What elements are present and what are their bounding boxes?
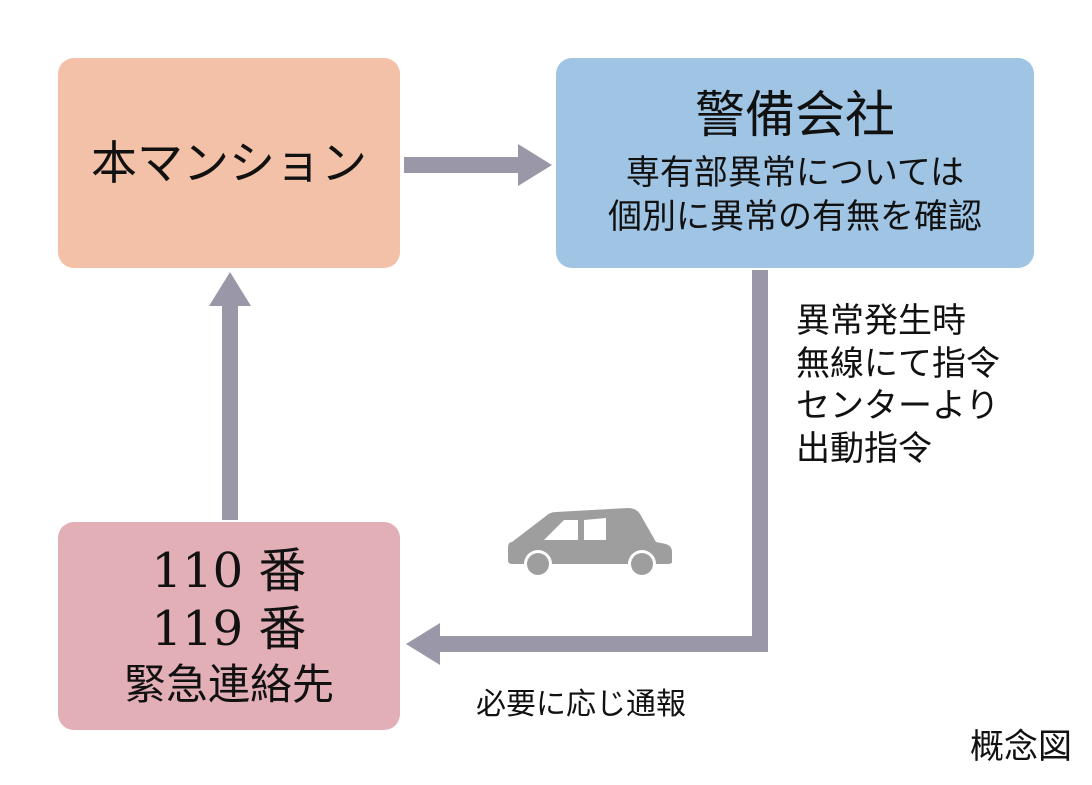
concept-diagram-label: 概念図 (970, 727, 1072, 767)
security-title: 警備会社 (695, 86, 895, 145)
car-icon (508, 508, 672, 578)
emergency-line-119: 119 番 (151, 601, 307, 658)
arrow-down-left-icon (406, 270, 768, 665)
emergency-contact-box: 110 番 119 番 緊急連絡先 (58, 522, 400, 730)
dispatch-note-line-1: 異常発生時 (796, 301, 966, 341)
arrow-up-icon (209, 272, 251, 520)
emergency-line-110: 110 番 (151, 542, 307, 599)
dispatch-note-line-2: 無線にて指令 (796, 343, 1000, 384)
mansion-box: 本マンション (58, 58, 400, 268)
security-desc-line-2: 個別に異常の有無を確認 (608, 196, 982, 237)
dispatch-note: 異常発生時 無線にて指令 センターより 出動指令 (796, 300, 1000, 470)
security-company-box: 警備会社 専有部異常については 個別に異常の有無を確認 (556, 58, 1034, 268)
emergency-line-contacts: 緊急連絡先 (123, 659, 334, 709)
dispatch-note-line-4: 出動指令 (796, 428, 932, 469)
security-desc-line-1: 専有部異常については (625, 152, 965, 193)
report-note: 必要に応じ通報 (476, 687, 686, 722)
arrow-right-icon (404, 144, 552, 186)
dispatch-note-line-3: センターより (796, 386, 1000, 426)
mansion-label: 本マンション (91, 135, 367, 190)
